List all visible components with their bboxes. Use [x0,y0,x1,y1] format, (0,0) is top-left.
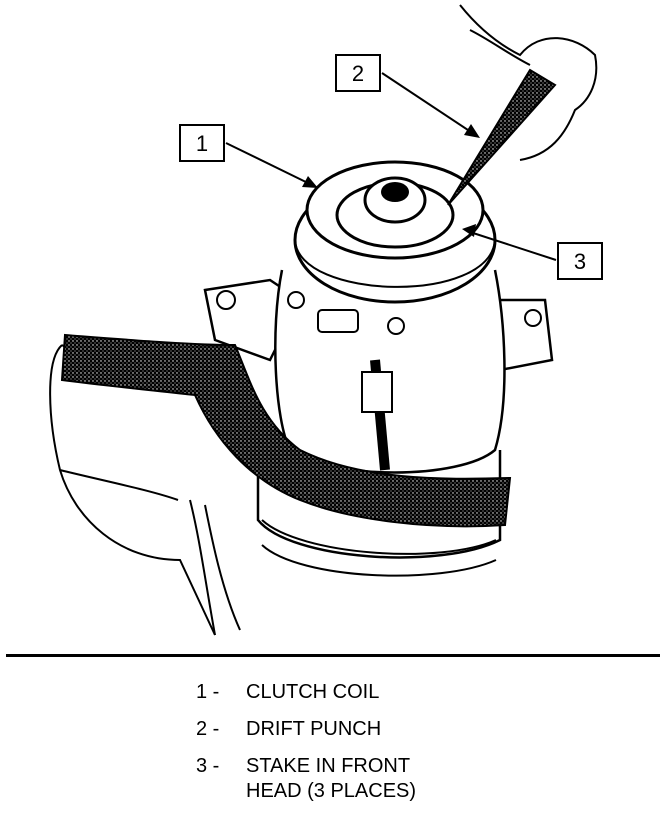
legend-item-3: 3 - STAKE IN FRONT HEAD (3 PLACES) [196,754,416,804]
callout-1: 1 [179,124,225,162]
legend-number: 1 - [196,681,220,703]
harness-connector [361,371,393,413]
pulley-side [294,239,496,288]
legend-number: 2 - [196,718,220,740]
drift-punch [447,68,557,206]
legend-label: DRIFT PUNCH [246,718,382,740]
right-hand [459,4,598,161]
bolt-left [287,291,305,309]
legend-item-1: 1 - CLUTCH COIL [196,680,416,705]
mount-hole-right [524,309,542,327]
legend-label: CLUTCH COIL [246,681,380,703]
legend-number: 3 - [196,755,220,777]
mount-hole-left [216,290,236,310]
callout-2-leader [381,72,475,135]
left-arm-lines [189,499,241,636]
compressor-clutch-illustration: 1 2 3 [49,4,603,636]
legend-item-2: 2 - DRIFT PUNCH [196,717,416,742]
strap-wrench [60,333,512,528]
callout-2-arrowhead [464,124,480,138]
callout-1-leader [225,142,313,186]
callout-1-number: 1 [196,131,208,156]
shaft-nut [381,182,409,202]
callout-2-number: 2 [352,61,364,86]
bolt-right [387,317,405,335]
callout-3-leader [469,231,557,261]
callout-3: 3 [557,242,603,280]
callout-3-arrowhead [462,224,476,237]
legend: 1 - CLUTCH COIL 2 - DRIFT PUNCH 3 - STAK… [196,680,416,804]
clutch-connector [317,309,359,333]
callout-1-arrowhead [302,176,318,188]
legend-label: STAKE IN FRONT HEAD (3 PLACES) [246,755,417,802]
callout-3-number: 3 [574,249,586,274]
callout-2: 2 [335,54,381,92]
compressor-rear-ring [261,519,497,577]
divider [6,654,660,657]
